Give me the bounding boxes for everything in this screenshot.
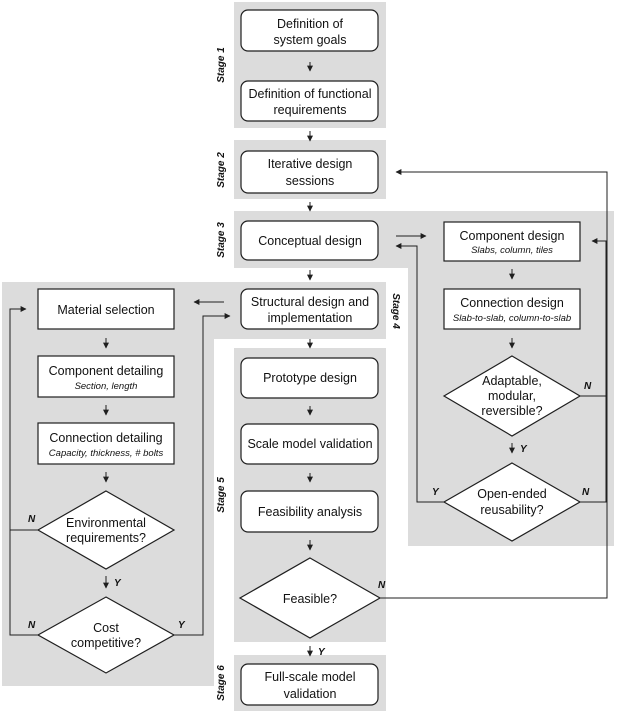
component-design-title: Component design (460, 229, 565, 243)
adaptable-yes-label: Y (520, 444, 528, 455)
open-ended-decision: Open-ended reusability? (442, 462, 582, 542)
stage-6-label: Stage 6 (216, 665, 227, 701)
conceptual-design-label: Conceptual design (258, 234, 362, 248)
component-design-subtitle: Slabs, column, tiles (471, 245, 553, 256)
component-design-node: Component design Slabs, column, tiles (443, 221, 581, 262)
functional-requirements-line-1: Definition of functional (249, 87, 372, 101)
arrow-cost-no-loop (9, 530, 38, 636)
scale-model-label: Scale model validation (247, 437, 372, 451)
arrow-feasible-no-to-iterative (380, 169, 608, 599)
cost-yes-label: Y (178, 620, 186, 631)
component-detailing-subtitle: Section, length (75, 381, 138, 392)
feasible-no-label: N (378, 580, 386, 591)
iterative-design-line-2: sessions (286, 174, 335, 188)
component-detailing-node: Component detailing Section, length (37, 355, 175, 398)
open-ended-line-1: Open-ended (477, 487, 547, 501)
stage-3-label: Stage 3 (216, 222, 227, 258)
feasible-decision: Feasible? (238, 557, 382, 639)
material-selection-label: Material selection (57, 303, 154, 317)
environmental-line-1: Environmental (66, 516, 146, 530)
prototype-design-node: Prototype design (240, 357, 379, 399)
arrow-cost-yes-to-structural (174, 313, 231, 636)
adaptable-line-1: Adaptable, (482, 374, 542, 388)
open-ended-yes-label: Y (432, 487, 440, 498)
connection-detailing-subtitle: Capacity, thickness, # bolts (49, 448, 164, 459)
feasibility-analysis-label: Feasibility analysis (258, 505, 362, 519)
adaptable-line-3: reversible? (481, 404, 542, 418)
system-goals-line-2: system goals (274, 33, 347, 47)
system-goals-line-1: Definition of (277, 17, 344, 31)
environmental-yes-label: Y (114, 578, 122, 589)
feasible-label: Feasible? (283, 592, 337, 606)
full-scale-line-1: Full-scale model (264, 670, 355, 684)
stage-2-label: Stage 2 (216, 152, 227, 188)
feasible-yes-label: Y (318, 647, 326, 658)
environmental-decision: Environmental requirements? (36, 490, 176, 570)
stage-1-label: Stage 1 (216, 47, 227, 83)
structural-design-line-1: Structural design and (251, 295, 369, 309)
cost-no-label: N (28, 620, 36, 631)
structural-design-line-2: implementation (268, 311, 353, 325)
scale-model-node: Scale model validation (240, 423, 379, 465)
cost-line-2: competitive? (71, 636, 141, 650)
arrow-open-ended-yes-to-conceptual (395, 243, 444, 503)
cost-line-1: Cost (93, 621, 119, 635)
conceptual-design-node: Conceptual design (240, 220, 379, 261)
full-scale-node: Full-scale model validation (240, 663, 379, 706)
environmental-line-2: requirements? (66, 531, 146, 545)
arrow-adaptable-no-loop (580, 238, 607, 397)
stage-5-label: Stage 5 (216, 477, 227, 513)
component-detailing-title: Component detailing (49, 364, 164, 378)
functional-requirements-line-2: requirements (274, 103, 347, 117)
arrow-open-ended-no-loop (580, 396, 607, 503)
prototype-design-label: Prototype design (263, 371, 357, 385)
open-ended-no-label: N (582, 487, 590, 498)
cost-decision: Cost competitive? (36, 596, 176, 674)
adaptable-no-label: N (584, 381, 592, 392)
arrow-environmental-no-loop (9, 306, 38, 531)
open-ended-line-2: reusability? (480, 503, 543, 517)
functional-requirements-node: Definition of functional requirements (240, 80, 379, 122)
connection-design-subtitle: Slab-to-slab, column-to-slab (453, 313, 571, 324)
iterative-design-node: Iterative design sessions (240, 150, 379, 194)
connection-detailing-title: Connection detailing (49, 431, 162, 445)
adaptable-line-2: modular, (488, 389, 536, 403)
connection-design-node: Connection design Slab-to-slab, column-t… (443, 288, 581, 330)
structural-design-node: Structural design and implementation (240, 288, 379, 330)
connection-design-title: Connection design (460, 296, 564, 310)
stage-4-label: Stage 4 (390, 293, 401, 329)
adaptable-decision: Adaptable, modular, reversible? (442, 355, 582, 437)
system-goals-node: Definition of system goals (240, 9, 379, 52)
full-scale-line-2: validation (284, 687, 337, 701)
feasibility-analysis-node: Feasibility analysis (240, 490, 379, 533)
environmental-no-label: N (28, 514, 36, 525)
iterative-design-line-1: Iterative design (268, 157, 353, 171)
connection-detailing-node: Connection detailing Capacity, thickness… (37, 422, 175, 465)
material-selection-node: Material selection (37, 288, 175, 330)
